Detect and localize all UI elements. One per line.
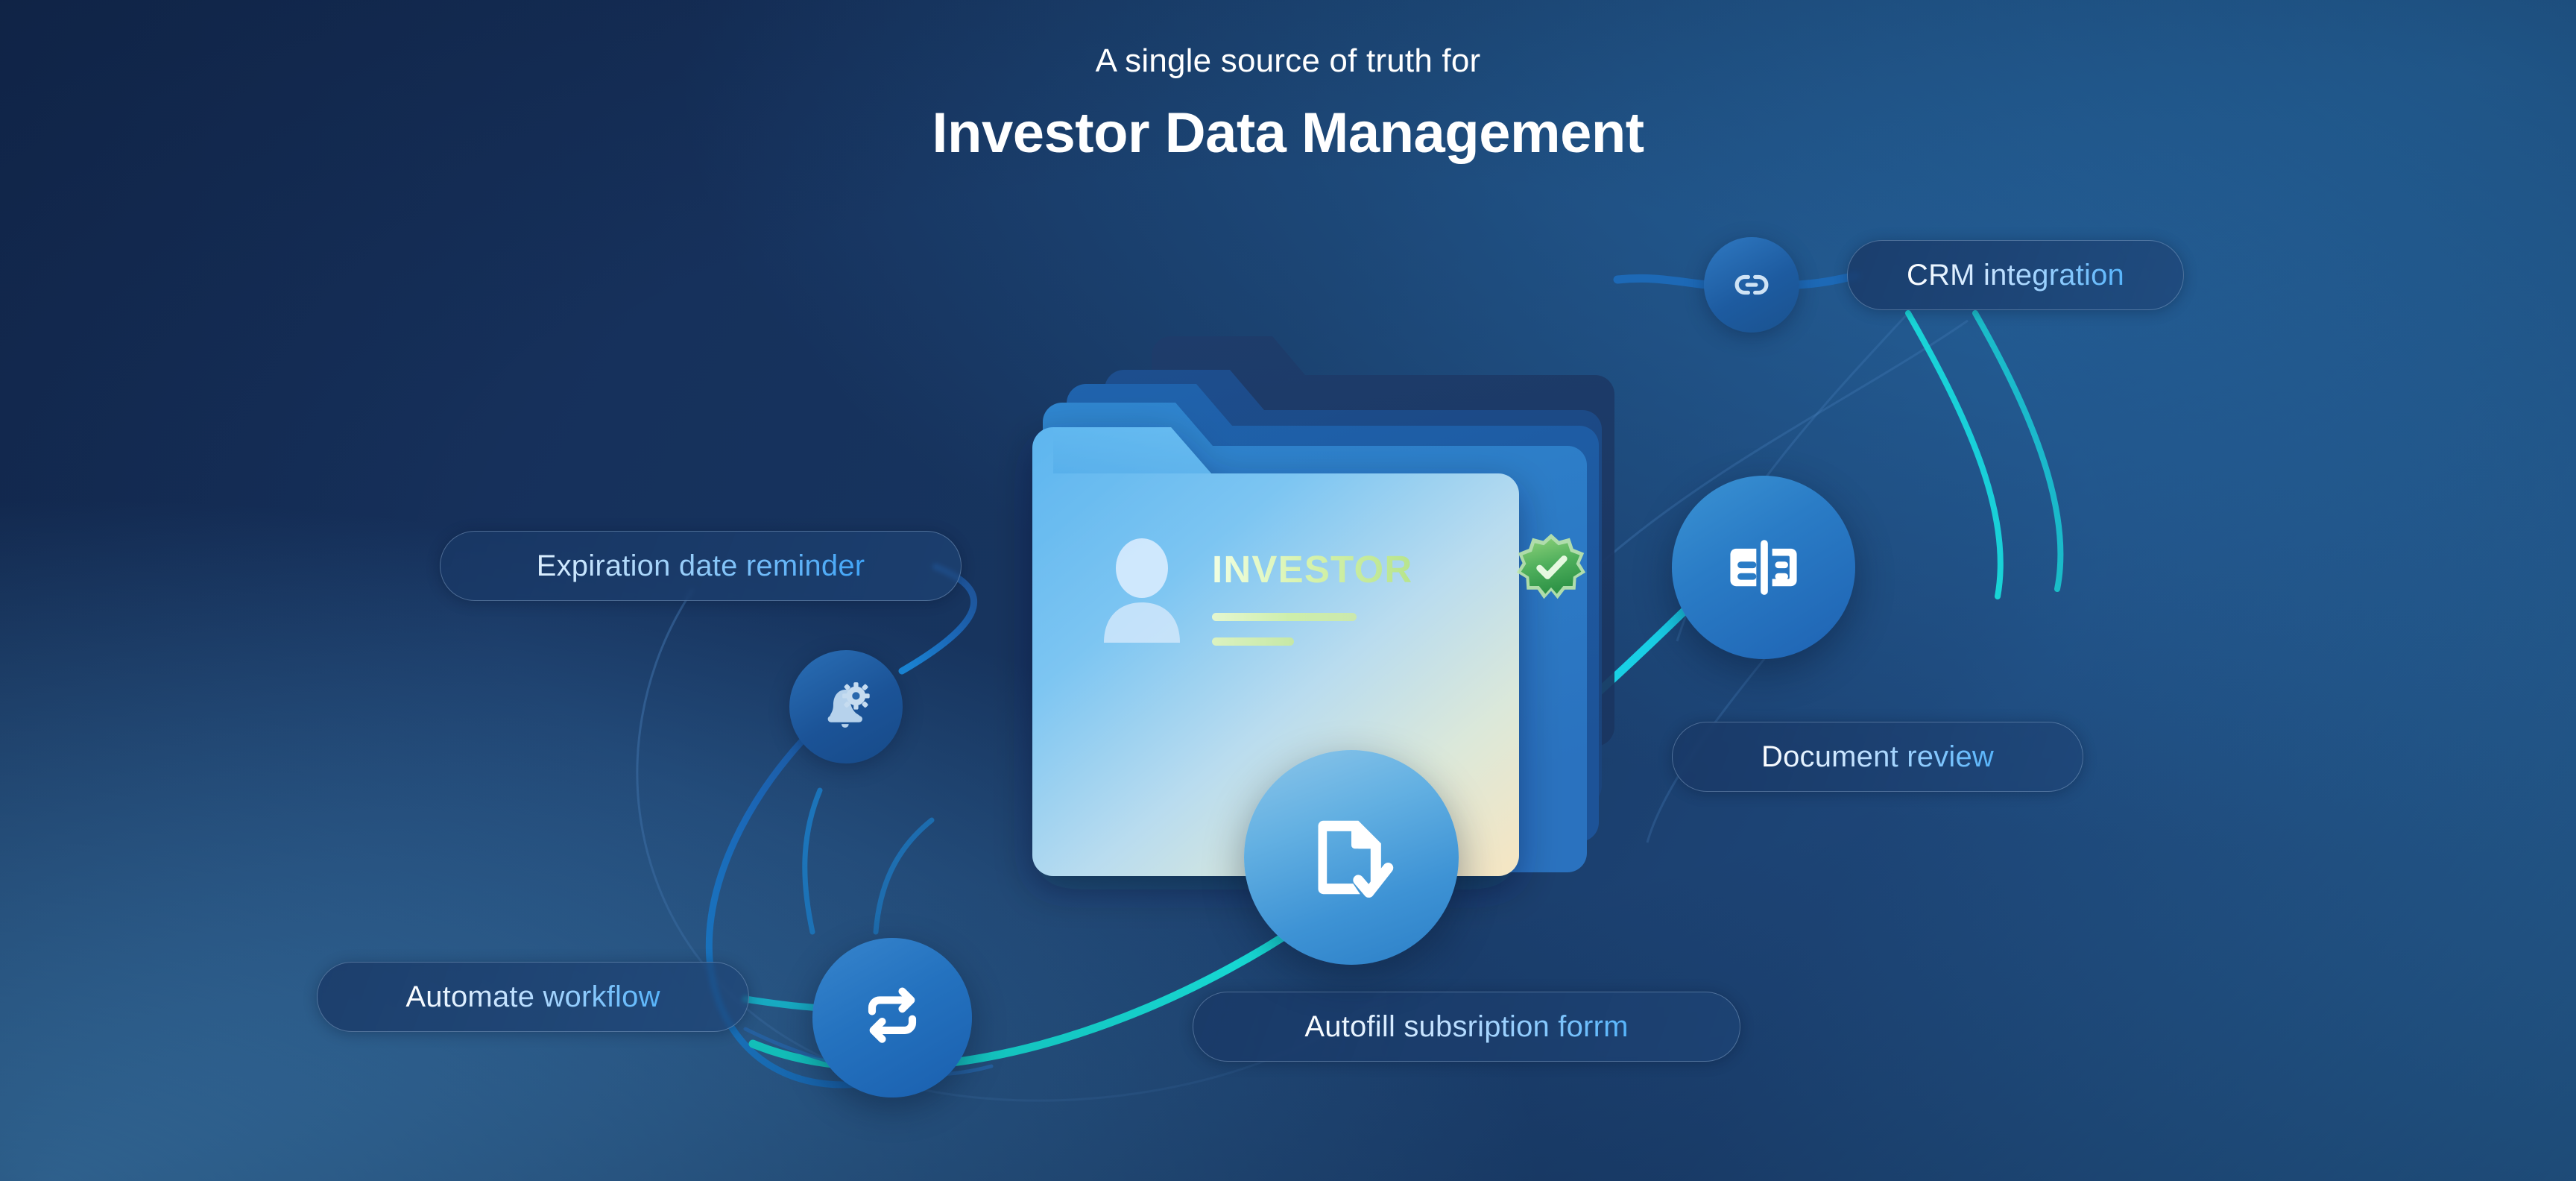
pill-automate-workflow[interactable]: Automate workflow [317,962,749,1032]
sync-arrows-icon [868,987,917,1043]
pill-expiration-date-reminder-label: Expiration date reminder [536,549,865,582]
link-icon [1734,274,1769,295]
pill-expiration-date-reminder[interactable]: Expiration date reminder [440,531,962,601]
bell-gear-icon-circle[interactable] [789,650,903,763]
bell-gear-icon [827,682,870,728]
document-compare-icon-circle[interactable] [1672,476,1855,659]
pill-document-review-label: Document review [1761,740,1994,773]
pill-automate-workflow-label: Automate workflow [405,980,660,1013]
document-check-icon-circle[interactable] [1244,750,1459,965]
wire-link-left [1613,274,1711,289]
document-check-icon [1318,820,1394,898]
pill-document-review[interactable]: Document review [1672,722,2083,792]
link-icon-circle[interactable] [1704,237,1799,333]
pill-crm-integration[interactable]: CRM integration [1847,240,2184,310]
pill-autofill-subscription-form-label: Autofill subsription forrm [1304,1010,1629,1043]
wire-swap-up-b [873,817,935,935]
page-title: Investor Data Management [932,101,1644,165]
document-compare-icon [1730,540,1797,595]
eyebrow-text: A single source of truth for [1095,42,1481,79]
heading-block: A single source of truth for Investor Da… [0,42,2576,166]
wire-crm-down-b [1972,310,2064,592]
sync-arrows-icon-circle[interactable] [812,938,972,1097]
pill-autofill-subscription-form[interactable]: Autofill subsription forrm [1193,992,1740,1062]
wire-crm-down-a [1905,310,2004,599]
pill-crm-integration-label: CRM integration [1906,258,2124,292]
wire-swap-up [802,787,823,935]
